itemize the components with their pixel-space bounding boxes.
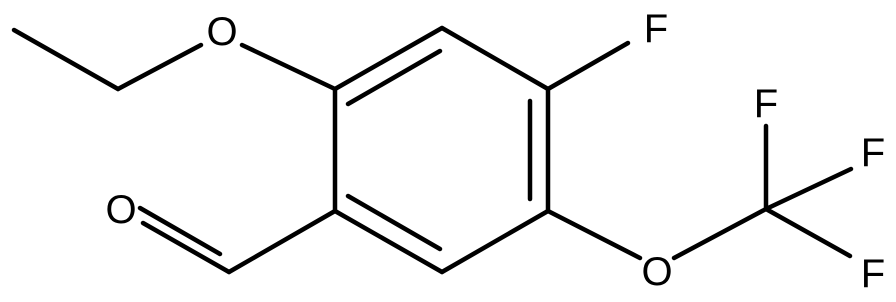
- cf3-fluorine-top-label: F: [754, 82, 778, 126]
- bond-ether-o-ring: [239, 42, 338, 92]
- ocf3-oxygen-label: O: [641, 250, 672, 294]
- ether-oxygen-label: O: [206, 10, 237, 54]
- bond-ring-c4-c5: [439, 208, 551, 275]
- bond-ring-cho-carbon: [226, 208, 338, 275]
- bond-carbonyl-inner: [137, 205, 223, 257]
- bond-carbonyl-outer: [140, 220, 232, 275]
- bond-ring-c2-c3: [439, 25, 551, 92]
- cf3-fluorine-mid-label: F: [861, 131, 885, 175]
- ring-fluorine-label: F: [644, 7, 668, 51]
- bond-cf3-f-mid: [763, 166, 854, 212]
- bond-ring-c1-c2-inner: [345, 48, 443, 107]
- bond-ocf3-o-carbon: [671, 206, 769, 261]
- bond-ring-c5-c6: [332, 208, 445, 275]
- aldehyde-oxygen-label: O: [105, 188, 136, 232]
- bond-ring-c5-c6-inner: [345, 193, 443, 252]
- bond-ring-ocf3-o: [545, 208, 643, 261]
- bond-ring-fluorine: [545, 40, 631, 92]
- bond-ch2-ether-o: [115, 42, 204, 92]
- bond-ch3-ch2: [11, 27, 121, 92]
- bond-cf3-f-bottom: [763, 206, 853, 259]
- cf3-fluorine-bottom-label: F: [861, 252, 885, 296]
- bond-ring-c1-c2: [332, 25, 445, 92]
